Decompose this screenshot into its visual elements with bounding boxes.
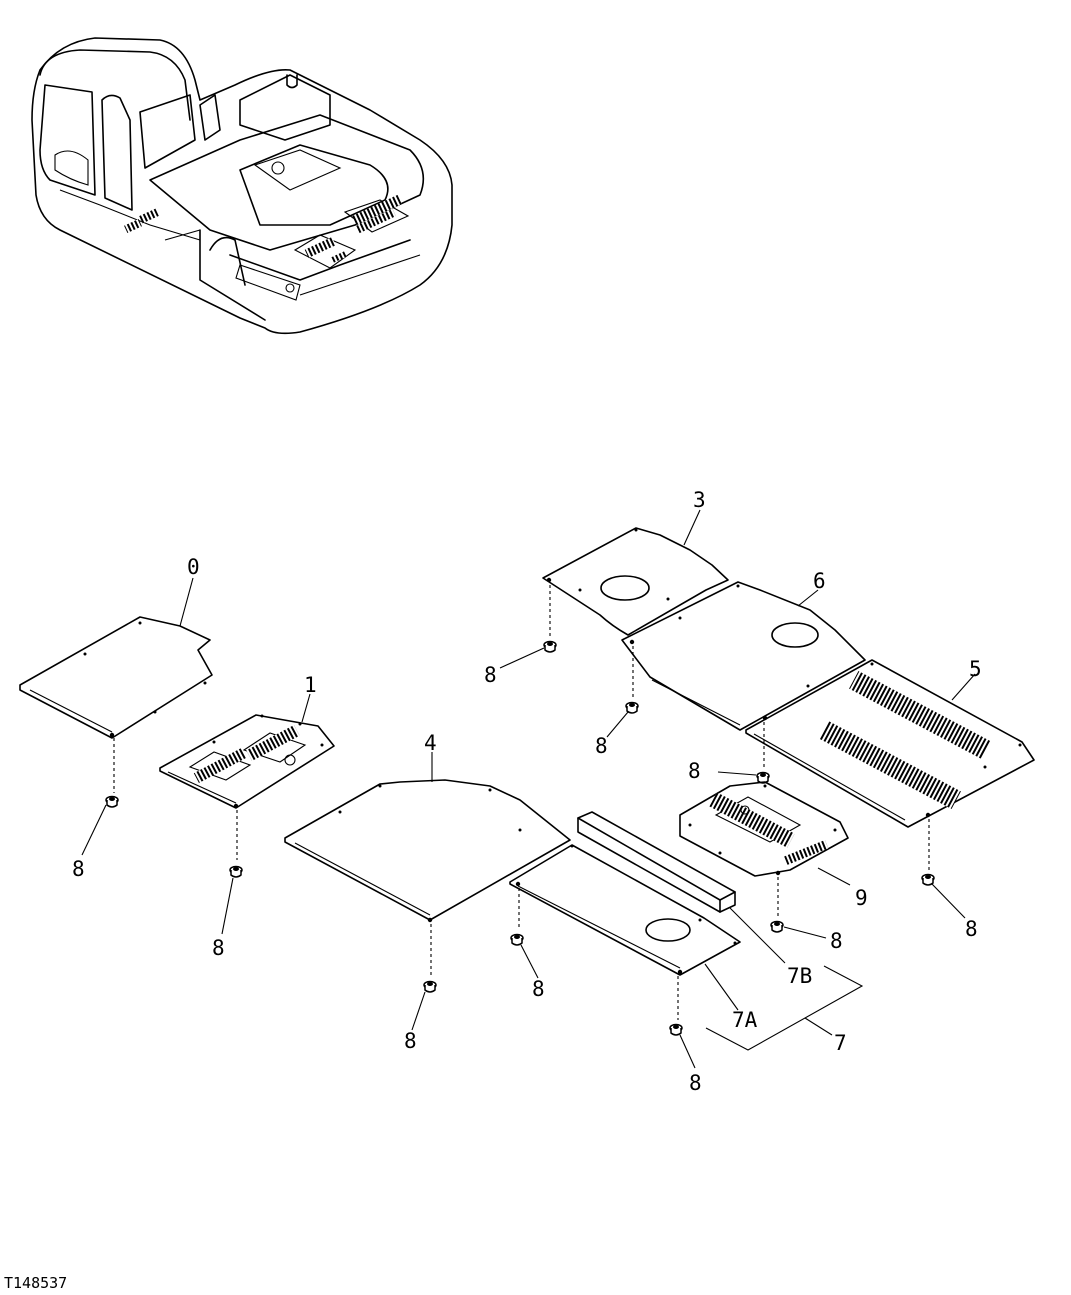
callout-8: 8 bbox=[830, 929, 843, 953]
machine-overview bbox=[31, 37, 453, 335]
callout-5: 5 bbox=[969, 657, 982, 681]
callout-8: 8 bbox=[532, 977, 545, 1001]
callout-8: 8 bbox=[484, 663, 497, 687]
callout-8: 8 bbox=[965, 917, 978, 941]
callout-8: 8 bbox=[404, 1029, 417, 1053]
callout-8: 8 bbox=[689, 1071, 702, 1095]
callout-8: 8 bbox=[688, 759, 701, 783]
callout-1: 1 bbox=[304, 673, 317, 697]
panel-5 bbox=[745, 659, 1035, 886]
callout-9: 9 bbox=[855, 886, 868, 910]
callout-7b: 7B bbox=[787, 964, 812, 988]
callout-3: 3 bbox=[693, 488, 706, 512]
callout-8: 8 bbox=[72, 857, 85, 881]
panel-0 bbox=[19, 616, 213, 808]
callout-labels: 0 1 4 3 6 5 9 7B 7A 7 8 8 8 8 8 8 8 8 8 … bbox=[72, 488, 982, 1095]
leader-lines bbox=[81, 509, 976, 1069]
bar-7b bbox=[577, 811, 736, 913]
callout-6: 6 bbox=[813, 569, 826, 593]
callout-8: 8 bbox=[212, 936, 225, 960]
callout-7: 7 bbox=[834, 1031, 847, 1055]
callout-8: 8 bbox=[595, 734, 608, 758]
panel-7a bbox=[509, 844, 741, 1036]
panel-6 bbox=[621, 581, 866, 731]
drawing-code: T148537 bbox=[4, 1274, 67, 1292]
panel-9 bbox=[679, 781, 849, 933]
callout-4: 4 bbox=[424, 731, 437, 755]
panel-1 bbox=[159, 714, 335, 878]
panel-4 bbox=[284, 779, 571, 993]
callout-0: 0 bbox=[187, 555, 200, 579]
panel-3 bbox=[542, 527, 729, 653]
callout-7a: 7A bbox=[732, 1008, 758, 1032]
